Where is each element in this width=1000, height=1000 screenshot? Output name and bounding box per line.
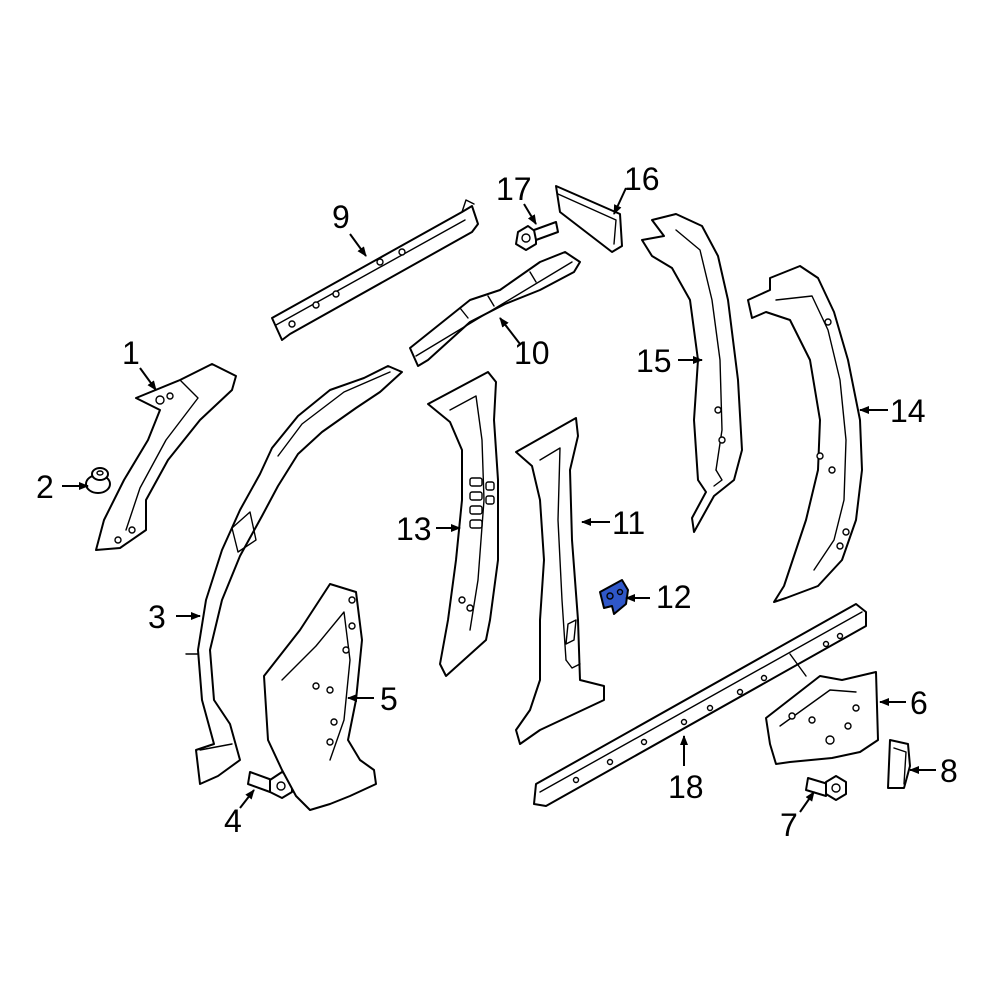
part-1-a-pillar-bracket[interactable] — [95, 363, 237, 551]
callout-7: 7 — [780, 807, 798, 843]
callout-17: 17 — [496, 171, 532, 207]
part-15-pillar-reinforcement[interactable] — [641, 213, 743, 533]
part-7-bolt[interactable] — [805, 775, 847, 801]
leader-16 — [613, 187, 627, 215]
part-9-roof-rail[interactable] — [271, 199, 479, 341]
part-14-quarter-panel[interactable] — [747, 265, 863, 603]
part-8-clip[interactable] — [887, 739, 911, 789]
leader-17 — [523, 203, 537, 225]
leader-4 — [239, 789, 255, 809]
callout-16: 16 — [624, 161, 660, 197]
callout-2: 2 — [36, 469, 54, 505]
part-6-rocker-extension[interactable] — [765, 671, 879, 765]
callout-4: 4 — [224, 803, 242, 839]
part-13-b-pillar-outer[interactable] — [427, 371, 499, 677]
callout-12: 12 — [656, 579, 692, 615]
part-16-bracket[interactable] — [555, 185, 623, 253]
part-12-gusset[interactable] — [599, 579, 629, 615]
part-11-b-pillar-inner[interactable] — [515, 417, 605, 745]
callout-11: 11 — [612, 505, 645, 541]
callout-5: 5 — [380, 681, 398, 717]
callout-6: 6 — [910, 685, 928, 721]
leader-9 — [349, 233, 367, 257]
callout-9: 9 — [332, 199, 350, 235]
callout-13: 13 — [396, 511, 432, 547]
part-10-roof-rail-inner[interactable] — [409, 251, 581, 367]
part-17-bolt[interactable] — [515, 221, 559, 251]
callout-10: 10 — [514, 335, 550, 371]
leader-1 — [139, 367, 157, 391]
callout-1: 1 — [122, 335, 140, 371]
leader-lines — [62, 187, 936, 813]
leader-10 — [499, 317, 521, 345]
part-5-hinge-pillar[interactable] — [263, 583, 377, 811]
callout-15: 15 — [636, 343, 672, 379]
leader-7 — [799, 791, 815, 813]
callout-3: 3 — [148, 599, 166, 635]
callout-labels: 1 2 3 4 5 6 7 8 9 10 11 12 13 14 15 16 1… — [36, 161, 958, 843]
callout-8: 8 — [940, 753, 958, 789]
part-2-clip-nut[interactable] — [85, 467, 111, 494]
callout-18: 18 — [668, 769, 704, 805]
part-3-windshield-pillar[interactable] — [185, 365, 403, 785]
part-12-fill — [599, 579, 629, 615]
part-18-rocker-panel[interactable] — [533, 603, 867, 807]
callout-14: 14 — [890, 393, 926, 429]
